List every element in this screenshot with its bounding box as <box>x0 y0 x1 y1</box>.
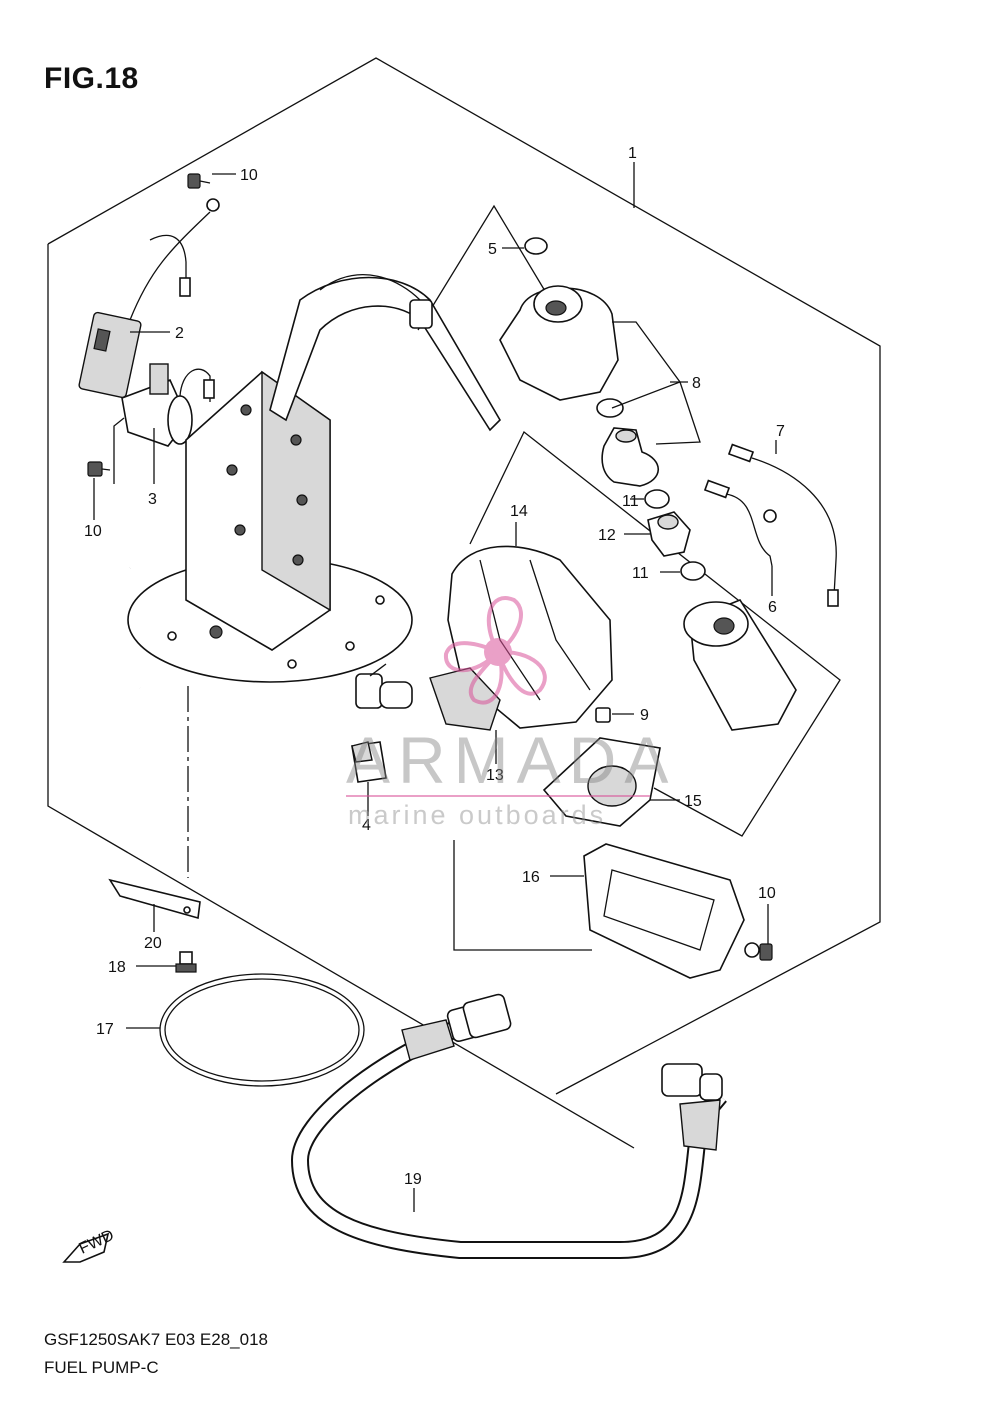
callout-4: 4 <box>362 817 371 834</box>
callout-11-upper: 11 <box>622 493 639 510</box>
subassembly-outline <box>187 204 841 951</box>
pressure-regulator-8 <box>499 285 659 487</box>
bolt-18 <box>175 951 197 973</box>
callout-18: 18 <box>108 959 126 976</box>
return-hose <box>84 563 141 694</box>
callout-19: 19 <box>404 1171 422 1188</box>
wiring-harness-2 <box>78 211 211 399</box>
callout-13: 13 <box>486 767 504 784</box>
callout-10-left: 10 <box>84 523 102 540</box>
forward-arrow: FWD <box>62 1227 117 1263</box>
callout-20: 20 <box>144 935 162 952</box>
callout-9: 9 <box>640 707 649 724</box>
callout-12: 12 <box>598 527 616 544</box>
leader-lines <box>93 162 777 1212</box>
callout-15: 15 <box>684 793 702 810</box>
fuel-hose-19 <box>290 993 727 1259</box>
o-ring-11-lower <box>680 561 706 581</box>
screw-10-left <box>87 461 111 477</box>
watermark-name: ARMADA <box>346 723 677 797</box>
pump-bracket-1 <box>127 274 502 709</box>
diagram-code: GSF1250SAK7 E03 E28_018 <box>44 1330 268 1349</box>
o-ring-11-upper <box>644 489 670 509</box>
callout-16: 16 <box>522 869 540 886</box>
level-sensor-3 <box>113 363 215 484</box>
callout-1: 1 <box>628 145 637 162</box>
callout-10-right: 10 <box>758 885 776 902</box>
callout-3: 3 <box>148 491 157 508</box>
bracket-20 <box>108 878 201 920</box>
callout-17: 17 <box>96 1021 114 1038</box>
screw-10-top <box>187 173 220 212</box>
filter-holder-16 <box>583 843 745 979</box>
gasket-17 <box>159 973 365 1087</box>
fitting-12 <box>647 511 691 557</box>
callout-10-top: 10 <box>240 167 258 184</box>
clip-4 <box>351 741 387 783</box>
callout-11-lower: 11 <box>632 565 649 582</box>
callout-5: 5 <box>488 241 497 258</box>
screw-10-right <box>744 942 773 961</box>
fuel-pump-motor <box>683 599 797 731</box>
callout-7: 7 <box>776 423 785 440</box>
callout-6: 6 <box>768 599 777 616</box>
figure-title: FIG.18 <box>44 62 139 95</box>
lead-wire-7 <box>727 443 839 607</box>
watermark-tagline: marine outboards <box>348 800 607 830</box>
armada-logo-mark <box>346 596 650 797</box>
clip-9 <box>595 707 611 723</box>
diagram-name: FUEL PUMP-C <box>44 1358 159 1377</box>
callout-2: 2 <box>175 325 184 342</box>
lead-wire-6 <box>703 479 777 567</box>
callout-labels: 1 10 2 3 10 5 8 7 11 14 12 11 6 9 13 15 … <box>84 145 785 1188</box>
o-ring-5 <box>524 237 548 255</box>
callout-8: 8 <box>692 375 701 392</box>
callout-14: 14 <box>510 503 528 520</box>
